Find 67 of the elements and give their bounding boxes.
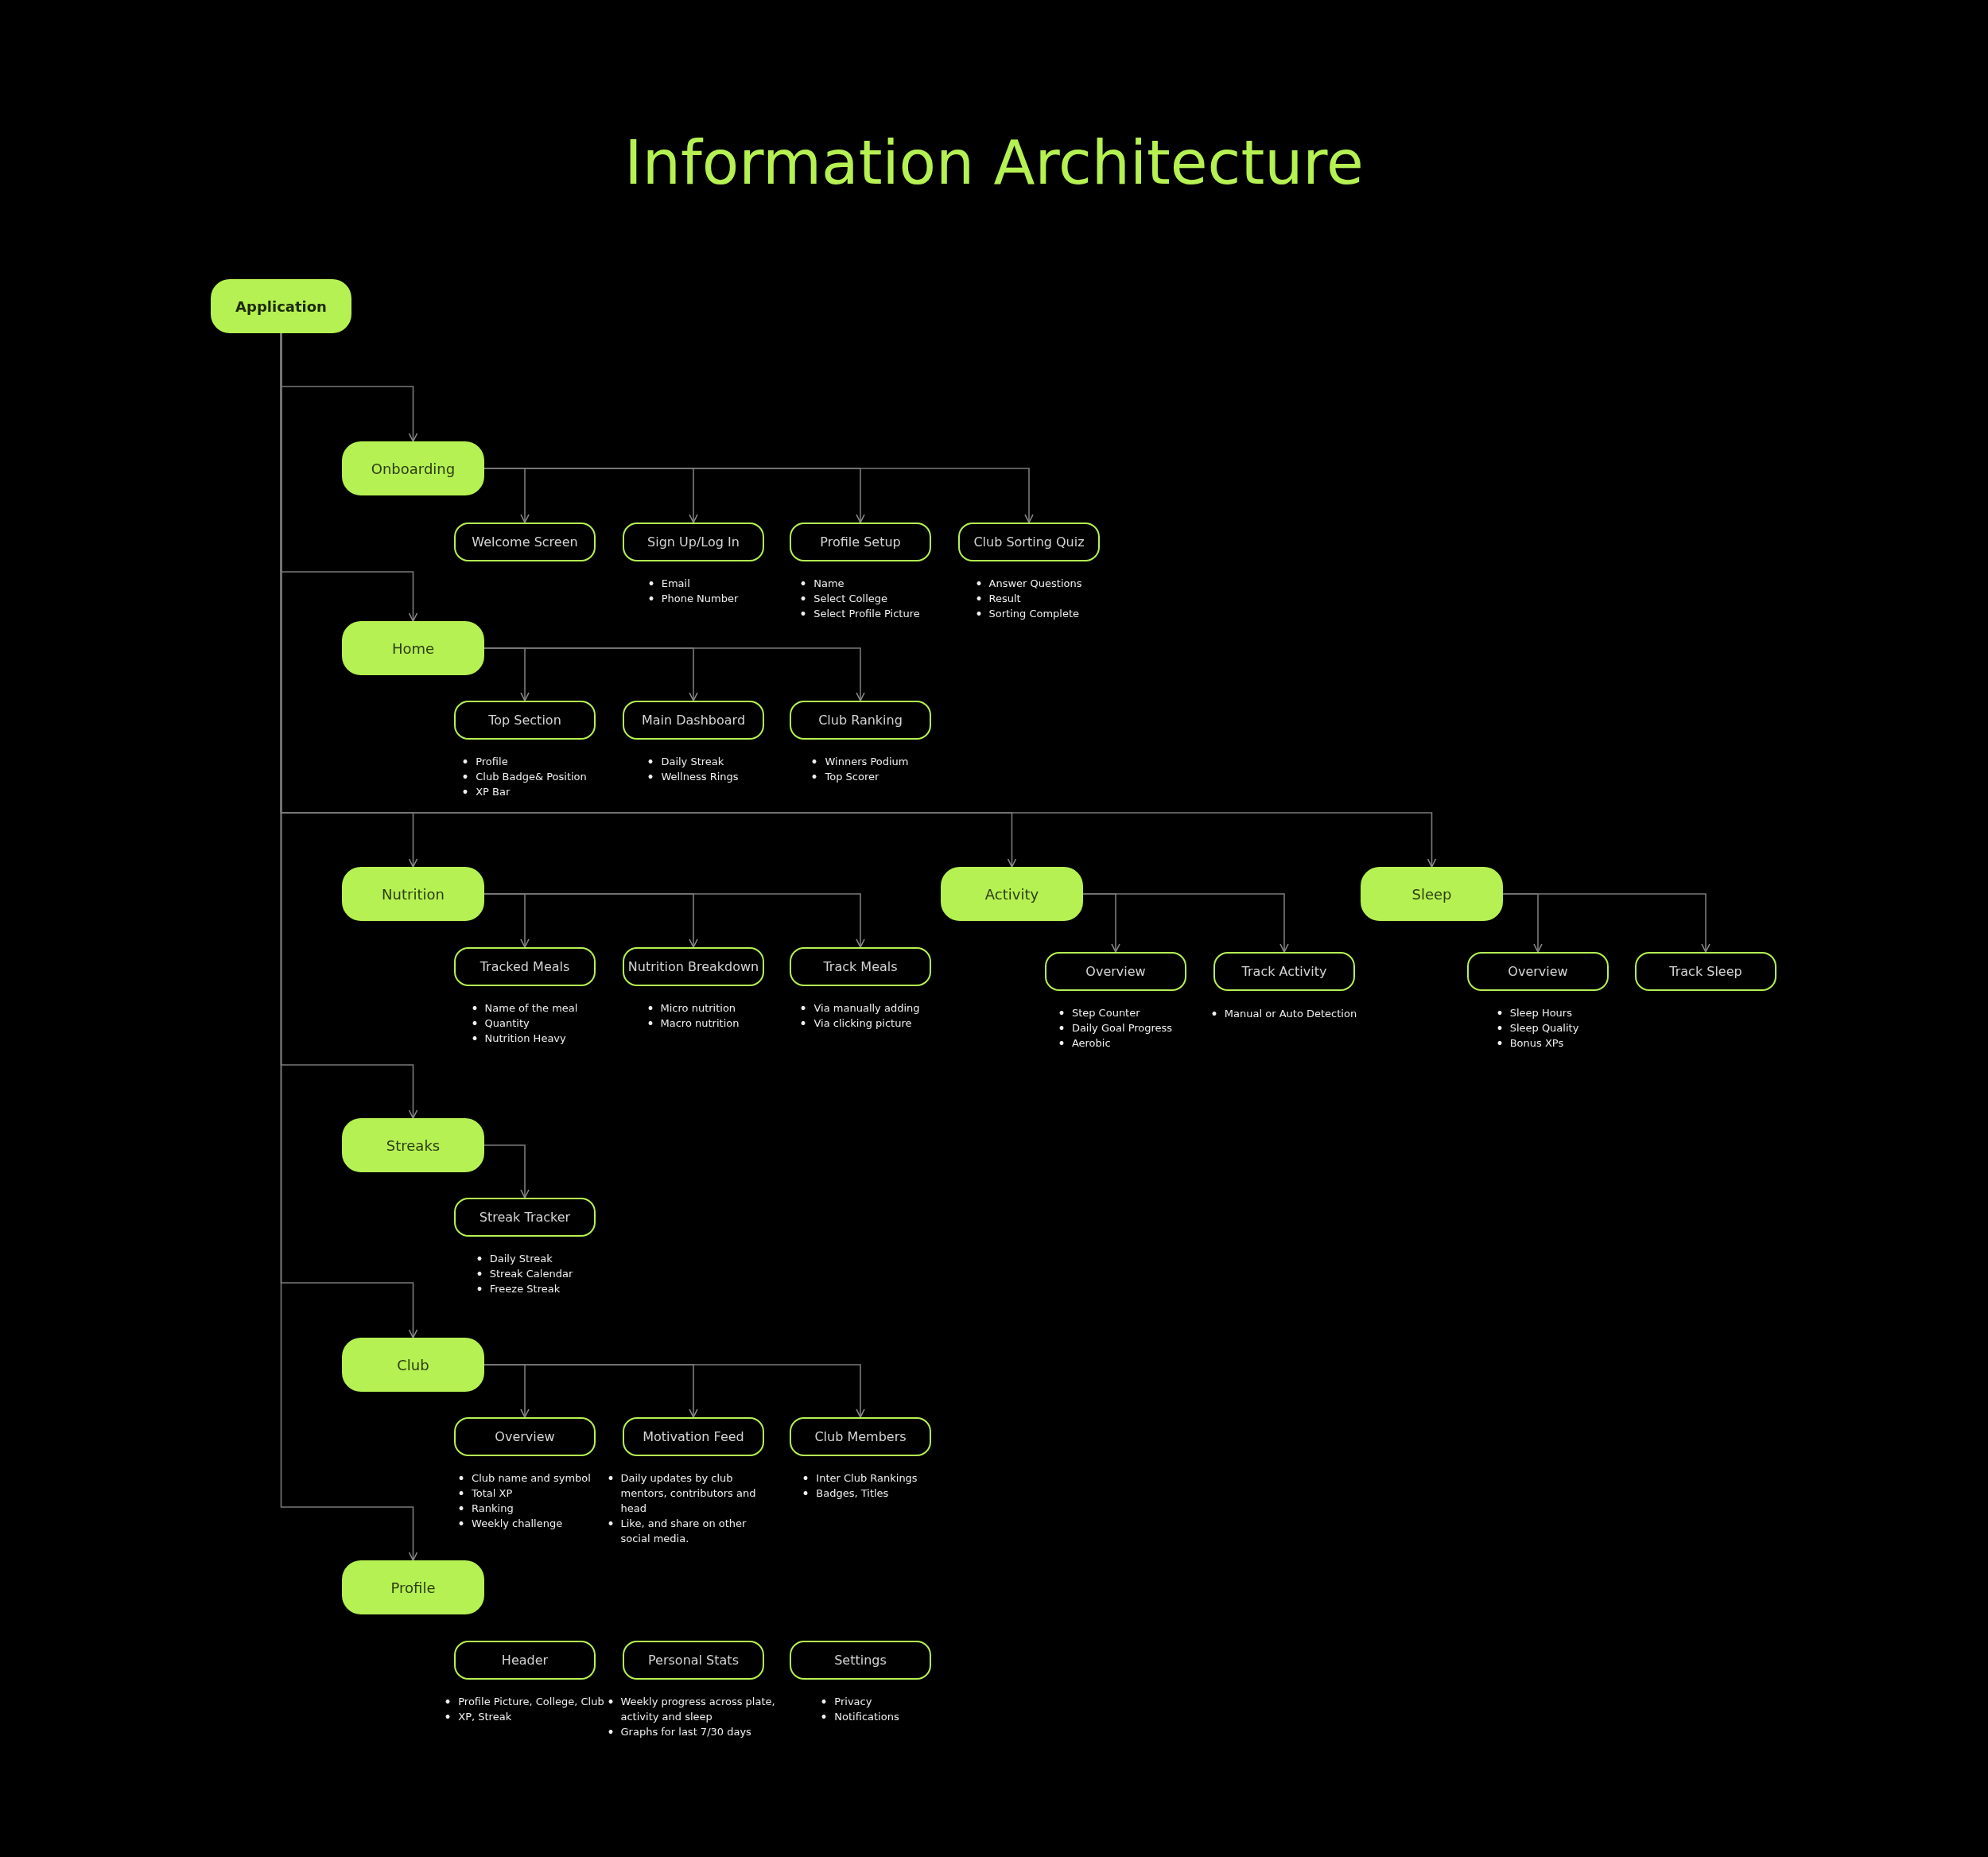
node-label: Home — [391, 639, 435, 657]
connector-arrow — [1502, 893, 1710, 953]
page-box — [1213, 952, 1355, 991]
section-box — [342, 621, 484, 675]
section-box — [941, 867, 1083, 921]
node-label: Sign Up/Log In — [647, 534, 740, 550]
node-label: Motivation Feed — [643, 1429, 744, 1444]
diagram-title: Information Architecture — [624, 127, 1364, 198]
page-box — [790, 1641, 931, 1680]
page-box — [623, 701, 764, 740]
page-box — [958, 523, 1100, 561]
page-box — [623, 523, 764, 561]
page-box — [454, 1198, 596, 1237]
node-label: Personal Stats — [648, 1653, 739, 1668]
page-box — [454, 1641, 596, 1680]
node-label: Top Section — [488, 713, 561, 728]
section-box — [342, 1338, 484, 1392]
connector-arrow — [483, 1144, 530, 1199]
node-label: Onboarding — [371, 460, 456, 477]
node-label: Activity — [984, 885, 1039, 903]
node-label: Track Activity — [1241, 964, 1327, 979]
connector-arrow — [1082, 893, 1289, 953]
node-label: Club Members — [814, 1429, 907, 1444]
page-box — [623, 1417, 764, 1456]
connector-arrow — [483, 893, 865, 948]
node-label: Welcome Screen — [472, 534, 578, 550]
node-label: Track Meals — [823, 959, 898, 974]
node-label: Streak Tracker — [479, 1210, 571, 1225]
page-box — [790, 523, 931, 561]
node-label: Club Ranking — [818, 713, 903, 728]
page-box — [790, 701, 931, 740]
page-box — [454, 947, 596, 986]
node-label: Nutrition Breakdown — [627, 959, 759, 974]
page-box — [454, 523, 596, 561]
node-label: Streaks — [386, 1136, 441, 1154]
node-label: Header — [501, 1653, 549, 1668]
section-box — [211, 279, 351, 333]
node-label: Profile Setup — [820, 534, 901, 550]
page-box — [1635, 952, 1776, 991]
node-label: Overview — [495, 1429, 555, 1444]
page-box — [454, 701, 596, 740]
node-label: Sleep — [1411, 885, 1452, 903]
page-box — [454, 1417, 596, 1456]
node-label: Overview — [1085, 964, 1146, 979]
node-label: Overview — [1508, 964, 1568, 979]
node-label: Club — [397, 1356, 429, 1373]
node-label: Settings — [834, 1653, 887, 1668]
page-box — [790, 1417, 931, 1456]
node-label: Nutrition — [382, 885, 445, 903]
page-box — [790, 947, 931, 986]
page-box — [623, 947, 764, 986]
section-box — [342, 441, 484, 495]
section-box — [342, 1560, 484, 1614]
section-box — [342, 867, 484, 921]
page-box — [623, 1641, 764, 1680]
node-label: Club Sorting Quiz — [973, 534, 1085, 550]
connector-arrow — [483, 1364, 865, 1418]
page-box — [1045, 952, 1186, 991]
node-label: Main Dashboard — [641, 713, 746, 728]
section-box — [342, 1118, 484, 1172]
page-box — [1467, 952, 1609, 991]
connector-arrow — [483, 647, 865, 701]
section-box — [1361, 867, 1503, 921]
node-label: Track Sleep — [1669, 964, 1742, 979]
node-label: Profile — [390, 1579, 436, 1596]
node-label: Tracked Meals — [480, 959, 570, 974]
node-label: Application — [235, 297, 327, 315]
